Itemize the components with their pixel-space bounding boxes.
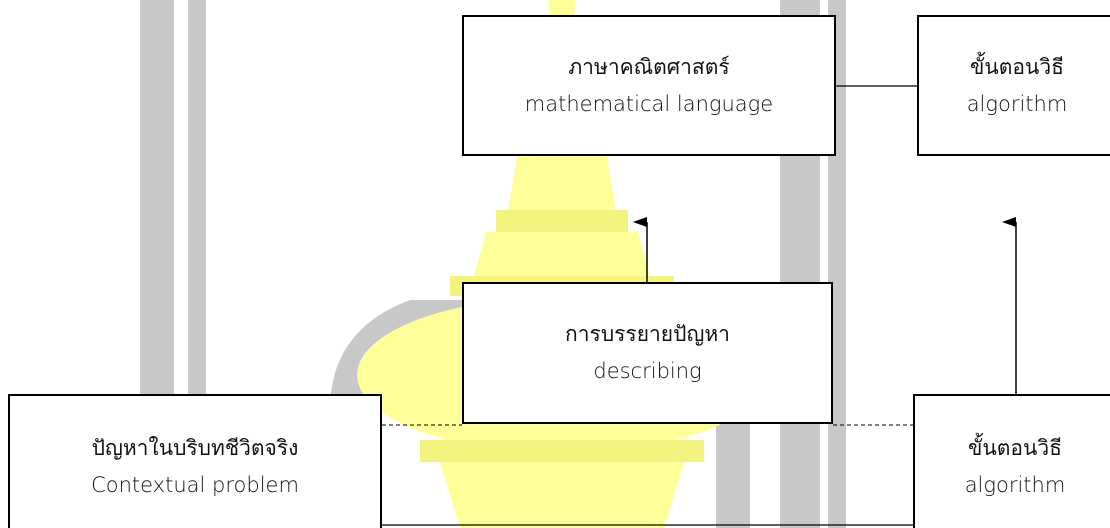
- node-english-label: algorithm: [964, 472, 1066, 497]
- node-english-label: mathematical language: [524, 91, 774, 116]
- node-algorithm-bottom: ขั้นตอนวิธี algorithm: [913, 394, 1110, 528]
- node-thai-label: ภาษาคณิตศาสตร์: [568, 54, 730, 79]
- node-contextual-problem: ปัญหาในบริบทชีวิตจริง Contextual problem: [8, 394, 382, 528]
- node-algorithm-top: ขั้นตอนวิธี algorithm: [917, 15, 1110, 156]
- node-mathematical-language: ภาษาคณิตศาสตร์ mathematical language: [462, 15, 836, 156]
- node-thai-label: ปัญหาในบริบทชีวิตจริง: [91, 435, 299, 460]
- node-thai-label: การบรรยายปัญหา: [565, 322, 730, 347]
- node-thai-label: ขั้นตอนวิธี: [968, 435, 1062, 460]
- node-thai-label: ขั้นตอนวิธี: [970, 54, 1064, 79]
- node-english-label: Contextual problem: [91, 472, 299, 497]
- node-english-label: describing: [593, 359, 702, 383]
- node-english-label: algorithm: [966, 91, 1068, 116]
- node-describing: การบรรยายปัญหา describing: [462, 282, 833, 424]
